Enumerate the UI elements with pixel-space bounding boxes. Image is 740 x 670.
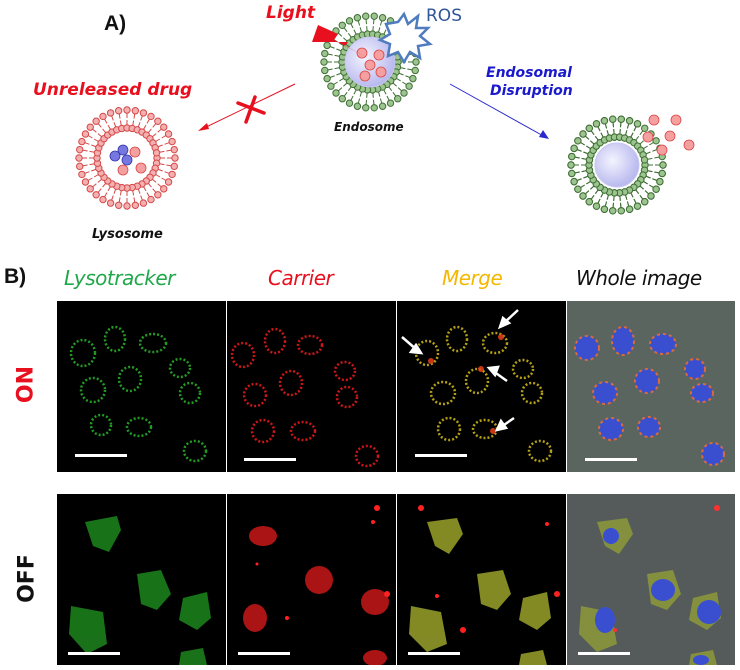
ros-label: ROS (426, 6, 462, 26)
micrograph-off-whole-image (567, 494, 735, 665)
scale-bar (244, 458, 296, 461)
lysosome-vesicle (75, 106, 179, 210)
panel-b-letter: B) (4, 265, 27, 288)
disrupted-endosome-vesicle (567, 115, 667, 215)
arrow-icons (401, 309, 519, 432)
panel-a-schematic (75, 11, 695, 215)
light-bolt-icon (312, 25, 372, 60)
micrograph-on-carrier (227, 301, 396, 472)
blocked-x-icon (236, 95, 266, 124)
endosome-label: Endosome (334, 120, 404, 134)
panel-a-letter: A) (104, 12, 127, 35)
scale-bar (408, 652, 460, 655)
column-header-merge: Merge (442, 266, 503, 290)
endosomal-disruption-line1: Endosomal (486, 65, 572, 81)
micrograph-on-merge (397, 301, 566, 472)
endosomal-disruption-line2: Disruption (490, 83, 573, 99)
column-header-carrier: Carrier (268, 266, 334, 290)
row-label-on: ON (13, 365, 39, 404)
scale-bar (238, 652, 290, 655)
micrograph-on-whole-image (567, 301, 735, 472)
row-label-off: OFF (14, 554, 40, 603)
unreleased-drug-label: Unreleased drug (33, 80, 193, 100)
scale-bar (75, 454, 127, 457)
scale-bar (415, 454, 467, 457)
micrograph-off-lysotracker (57, 494, 226, 665)
scale-bar (578, 652, 630, 655)
scale-bar (585, 458, 637, 461)
ros-burst-icon (377, 11, 433, 65)
scale-bar (68, 652, 120, 655)
endosomal-disruption-label: Endosomal Disruption (486, 64, 573, 100)
light-label: Light (266, 3, 316, 23)
released-drug-particles (642, 114, 695, 156)
micrograph-off-merge (397, 494, 566, 665)
column-header-lysotracker: Lysotracker (64, 266, 175, 290)
column-header-whole-image: Whole image (576, 266, 702, 290)
micrograph-on-lysotracker (57, 301, 226, 472)
lysosome-label: Lysosome (92, 227, 163, 242)
micrograph-off-carrier (227, 494, 396, 665)
